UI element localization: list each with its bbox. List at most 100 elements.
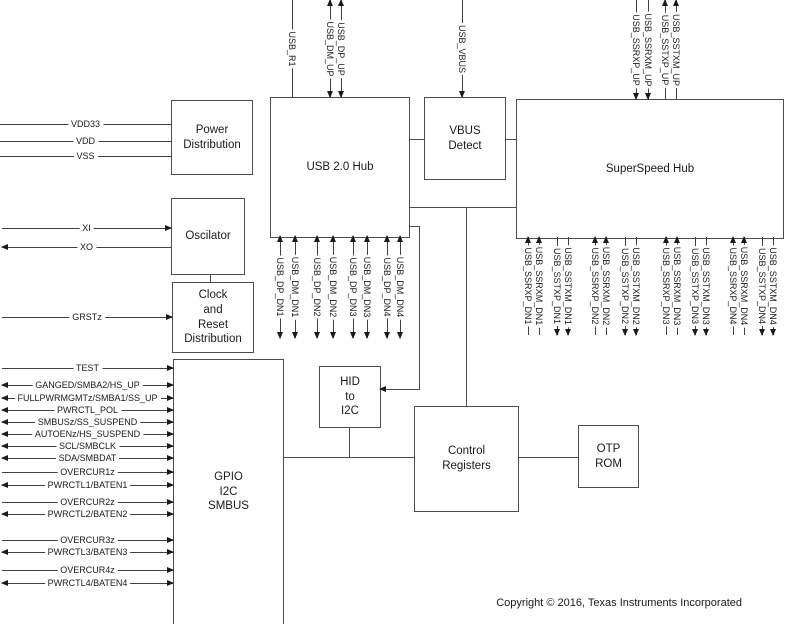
superspeed-upstream-pins: USB_SSRXP_UP USB_SSRXM_UP USB_SSTXP_UP U… <box>0 0 785 100</box>
pin-label: USB_SSRXP_DN1 <box>523 245 533 327</box>
pin-label: USB_SSRXM_UP <box>643 10 653 89</box>
connector-control-otp-rom <box>517 457 578 458</box>
arrow-down-icon <box>337 91 344 98</box>
pin-label: USB_SSTXP_UP <box>660 12 670 87</box>
arrow-right-icon <box>167 510 174 517</box>
signal-label: GRSTz <box>69 312 105 322</box>
signal-label: VSS <box>73 151 98 161</box>
signal-label: AUTOENz/HS_SUSPEND <box>31 429 144 439</box>
connector-osc-clock <box>210 273 211 282</box>
arrow-down-icon <box>702 329 709 336</box>
pin-label: USB_SSRXM_DN2 <box>601 244 611 328</box>
connector-hid-bus <box>349 426 350 457</box>
signal-label: GANGED/SMBA2/HS_UP <box>32 380 143 390</box>
arrow-up-icon <box>337 0 344 6</box>
arrow-down-icon <box>276 332 283 339</box>
signal-label: OVERCUR3z <box>57 535 118 545</box>
arrow-right-icon <box>167 468 174 475</box>
signal-label: PWRCTL1/BATEN1 <box>44 480 131 490</box>
arrow-up-icon <box>729 236 736 243</box>
arrow-up-icon <box>349 235 356 242</box>
arrow-down-icon <box>632 93 639 100</box>
pin-label: USB_SSRXP_DN4 <box>728 245 738 327</box>
block-superspeed-hub: SuperSpeed Hub <box>516 99 784 239</box>
signal-label: SCL/SMBCLK <box>55 441 120 451</box>
connector-bus-control-registers <box>466 207 467 406</box>
signal-label: OVERCUR1z <box>57 467 118 477</box>
arrow-up-icon <box>672 0 679 6</box>
arrow-down-icon <box>291 332 298 339</box>
arrow-into-hid-icon <box>379 385 386 392</box>
pin-label: USB_SSTXP_DN4 <box>757 245 767 327</box>
pin-label: USB_SSRXP_UP <box>631 11 641 88</box>
signal-label: PWRCTL_POL <box>53 405 122 415</box>
pin-label: USB_SSTXP_DN2 <box>620 245 630 327</box>
arrow-right-icon <box>167 418 174 425</box>
block-otp-rom: OTP ROM <box>578 425 639 488</box>
arrow-left-icon <box>1 481 8 488</box>
arrow-right-icon <box>167 381 174 388</box>
usb2-downstream-pins: USB_DP_DN1 USB_DM_DN1 USB_DP_DN2 USB_DM_… <box>0 235 785 339</box>
connector-vbus-sshub <box>504 139 516 140</box>
arrow-down-icon <box>396 332 403 339</box>
superspeed-downstream-pins: USB_SSRXP_DN1 USB_SSRXM_DN1 USB_SSTXP_DN… <box>0 236 785 336</box>
pin-label: USB_SSTXM_DN2 <box>631 245 641 327</box>
signal-label: SDA/SMBDAT <box>55 453 120 463</box>
arrow-left-icon <box>1 394 8 401</box>
arrow-right-icon <box>167 536 174 543</box>
arrow-left-icon <box>1 243 8 250</box>
arrow-down-icon <box>458 91 465 98</box>
usb2-upstream-pins: USB_R1 USB_DM_UP USB_DP_UP USB_VBUS <box>0 0 785 98</box>
arrow-down-icon <box>313 332 320 339</box>
signal-label: SMBUSz/SS_SUSPEND <box>34 417 141 427</box>
block-oscillator: Oscilator <box>171 198 245 275</box>
arrow-up-icon <box>383 235 390 242</box>
arrow-right-icon <box>167 579 174 586</box>
connector-usb2hub-hid-h2 <box>386 389 420 390</box>
pin-label: USB_SSTXM_DN3 <box>701 245 711 327</box>
connector-usb2hub-hid-v <box>419 226 420 389</box>
arrow-left-icon <box>1 406 8 413</box>
block-vbus-detect: VBUS Detect <box>424 97 506 180</box>
pin-label: USB_SSTXM_DN4 <box>768 245 778 327</box>
connector-usb2hub-vbus <box>408 139 424 140</box>
arrow-up-icon <box>673 236 680 243</box>
pin-label: USB_SSTXP_DN3 <box>690 245 700 327</box>
arrow-left-icon <box>1 381 8 388</box>
pin-label: USB_SSRXM_DN1 <box>534 244 544 328</box>
arrow-down-icon <box>644 93 651 100</box>
arrow-up-icon <box>329 235 336 242</box>
arrow-down-icon <box>691 329 698 336</box>
signal-label: OVERCUR2z <box>57 497 118 507</box>
arrow-up-icon <box>396 235 403 242</box>
arrow-down-icon <box>329 332 336 339</box>
signal-label: PWRCTL2/BATEN2 <box>44 509 131 519</box>
arrow-up-icon <box>535 236 542 243</box>
copyright-text: Copyright © 2016, Texas Instruments Inco… <box>496 597 742 609</box>
block-control-registers: Control Registers <box>414 406 519 512</box>
arrow-up-icon <box>363 235 370 242</box>
arrow-up-icon <box>661 0 668 6</box>
arrow-left-icon <box>1 454 8 461</box>
signal-label: FULLPWRMGMTz/SMBA1/SS_UP <box>14 393 161 403</box>
arrow-down-icon <box>769 329 776 336</box>
block-gpio-i2c-smbus: GPIO I2C SMBUS <box>173 359 284 624</box>
arrow-left-icon <box>1 548 8 555</box>
arrow-left-icon <box>1 442 8 449</box>
block-usb2-hub: USB 2.0 Hub <box>270 97 410 238</box>
arrow-left-icon <box>1 510 8 517</box>
arrow-right-icon <box>165 224 172 231</box>
arrow-right-icon <box>167 406 174 413</box>
arrow-down-icon <box>758 329 765 336</box>
block-hid-to-i2c: HID to I2C <box>319 366 381 428</box>
connector-usb2hub-sshub-bus <box>408 207 516 208</box>
signal-label: TEST <box>72 363 103 373</box>
arrow-up-icon <box>602 236 609 243</box>
arrow-down-icon <box>326 91 333 98</box>
arrow-up-icon <box>291 235 298 242</box>
signal-label: VDD <box>72 136 99 146</box>
arrow-right-icon <box>167 498 174 505</box>
signal-label: VDD33 <box>67 119 104 129</box>
arrow-right-icon <box>167 481 174 488</box>
